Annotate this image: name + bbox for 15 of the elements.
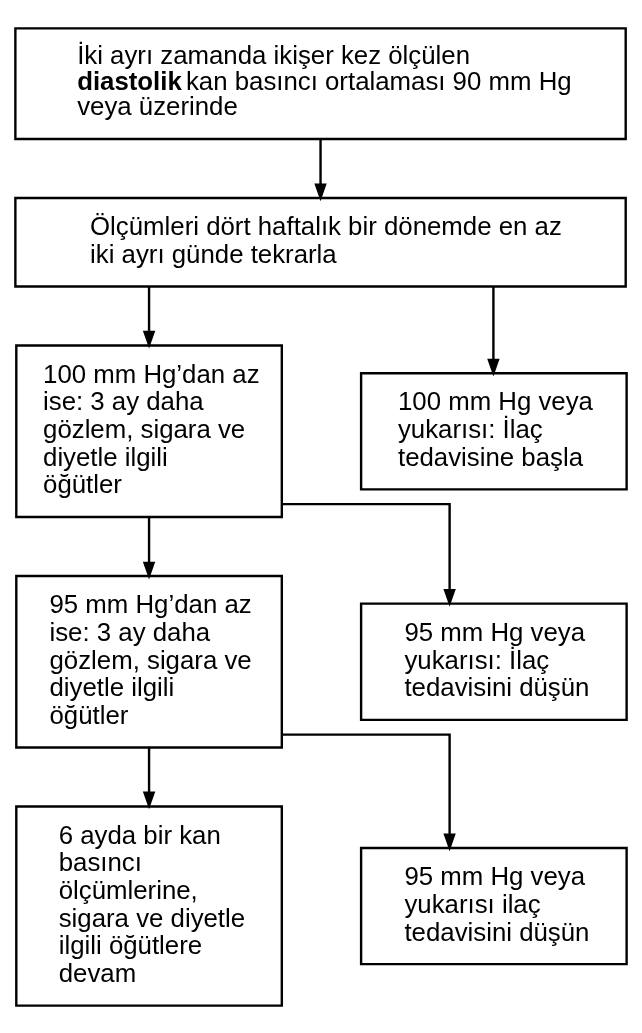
node-box: 95 mm Hg veya yukarısı: İlaç tedavisini düşün (359, 601, 628, 721)
arrow (282, 732, 456, 851)
node-box: 100 mm Hg’dan az ise: 3 ay daha gözlem, sigara ve diyetle ilgili öğütler (15, 343, 283, 518)
node-box: Ölçümleri dört haftalık bir dönemde en az iki ayrı günde tekrarla (14, 196, 627, 288)
node-box: 95 mm Hg’dan az ise: 3 ay daha gözlem, sigara ve diyetle ilgili öğütler (15, 574, 283, 749)
node-box: 6 ayda bir kan basıncı ölçümlerine, sigara ve diyetle ilgili öğütlere devam (15, 804, 283, 1007)
node-box: İki ayrı zamanda ikişer kez ölçülen diastolik kan basıncı ortalaması 90 mm Hg veya üzerinde (14, 26, 627, 140)
arrow (142, 516, 156, 579)
node-box: 95 mm Hg veya yukarısı ilaç tedavisini düşün (359, 846, 628, 965)
arrow (142, 747, 156, 809)
arrow (142, 286, 156, 348)
arrow (314, 138, 327, 201)
node-box: 100 mm Hg veya yukarısı: İlaç tedavisine başla (359, 371, 628, 491)
arrow (282, 502, 456, 607)
arrow (487, 286, 500, 377)
